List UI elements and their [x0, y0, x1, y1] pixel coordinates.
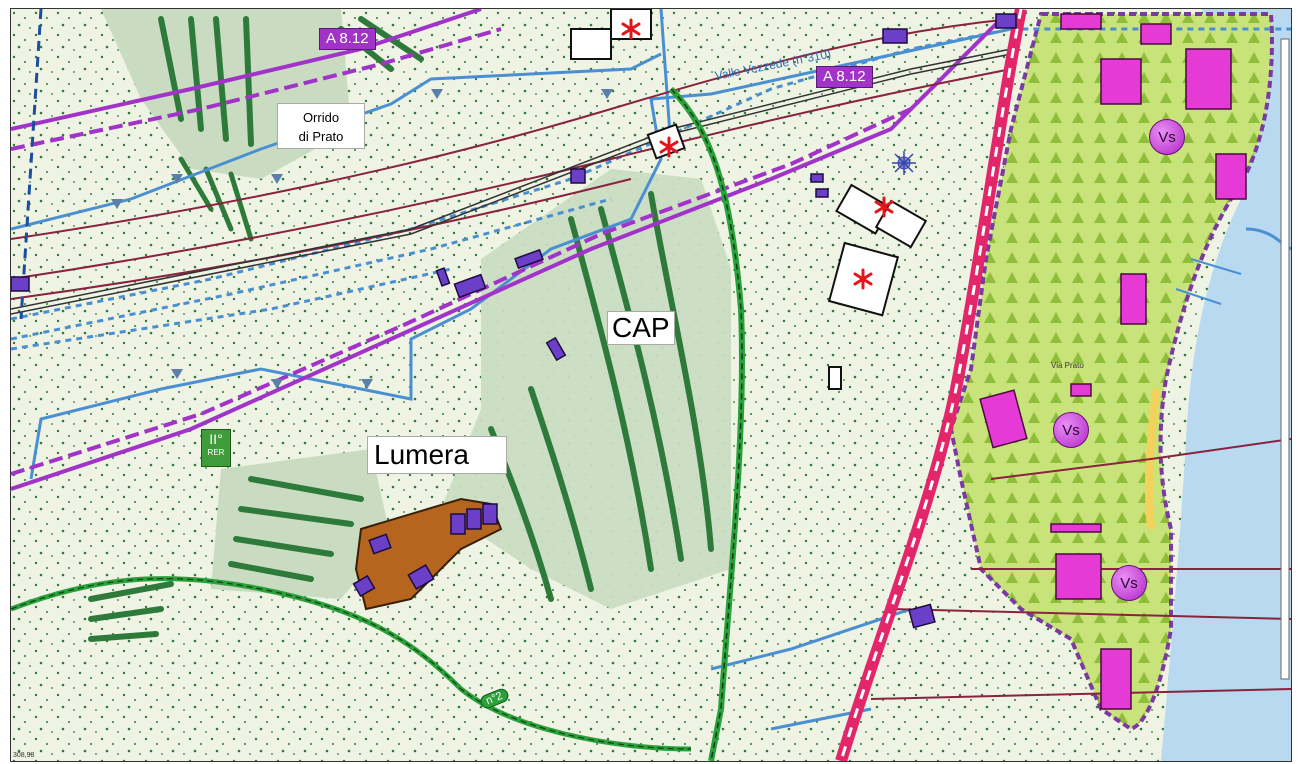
- place-label-lumera: Lumera: [367, 436, 507, 474]
- map-frame[interactable]: A 8.12 A 8.12 Orrido di Prato CAP Lumera…: [10, 8, 1292, 762]
- lake-shore-detail-2: [1175, 258, 1242, 305]
- vs-zone-marker: Vs: [1111, 565, 1147, 601]
- boundary-dashed-west: [19, 9, 43, 320]
- rer-level: II°: [209, 431, 223, 447]
- main-road: [835, 9, 1027, 761]
- vs-zone-marker: Vs: [1149, 119, 1185, 155]
- place-label-cap: CAP: [607, 311, 675, 345]
- red-asterisk-icon: [621, 18, 894, 290]
- admin-boundaries: [11, 9, 1003, 491]
- zone-code-badge: A 8.12: [319, 28, 376, 50]
- forest-bands-southwest: [88, 476, 364, 642]
- lake: [1161, 9, 1291, 761]
- zone-code-badge: A 8.12: [816, 66, 873, 88]
- forest-area-southwest: [211, 449, 391, 599]
- buildings-magenta: [979, 13, 1247, 710]
- triangle-marker-icon: [111, 89, 613, 389]
- scale-text: 308,98: [13, 752, 35, 759]
- blue-star-icon: [892, 151, 916, 175]
- map-canvas[interactable]: [11, 9, 1291, 761]
- trail-green: [11, 86, 745, 761]
- rer-sub: RER: [207, 448, 225, 457]
- vs-zone-marker: Vs: [1053, 412, 1089, 448]
- vs-residential-area: [948, 12, 1274, 732]
- place-label-orrido: Orrido di Prato: [277, 103, 365, 149]
- map-right-edge: [1280, 38, 1290, 680]
- street-label: Via Prato: [1051, 361, 1084, 370]
- forest-bands-west: [178, 156, 254, 242]
- rer-zone-marker: II° RER: [201, 429, 231, 467]
- buildings-purple: [11, 13, 1017, 629]
